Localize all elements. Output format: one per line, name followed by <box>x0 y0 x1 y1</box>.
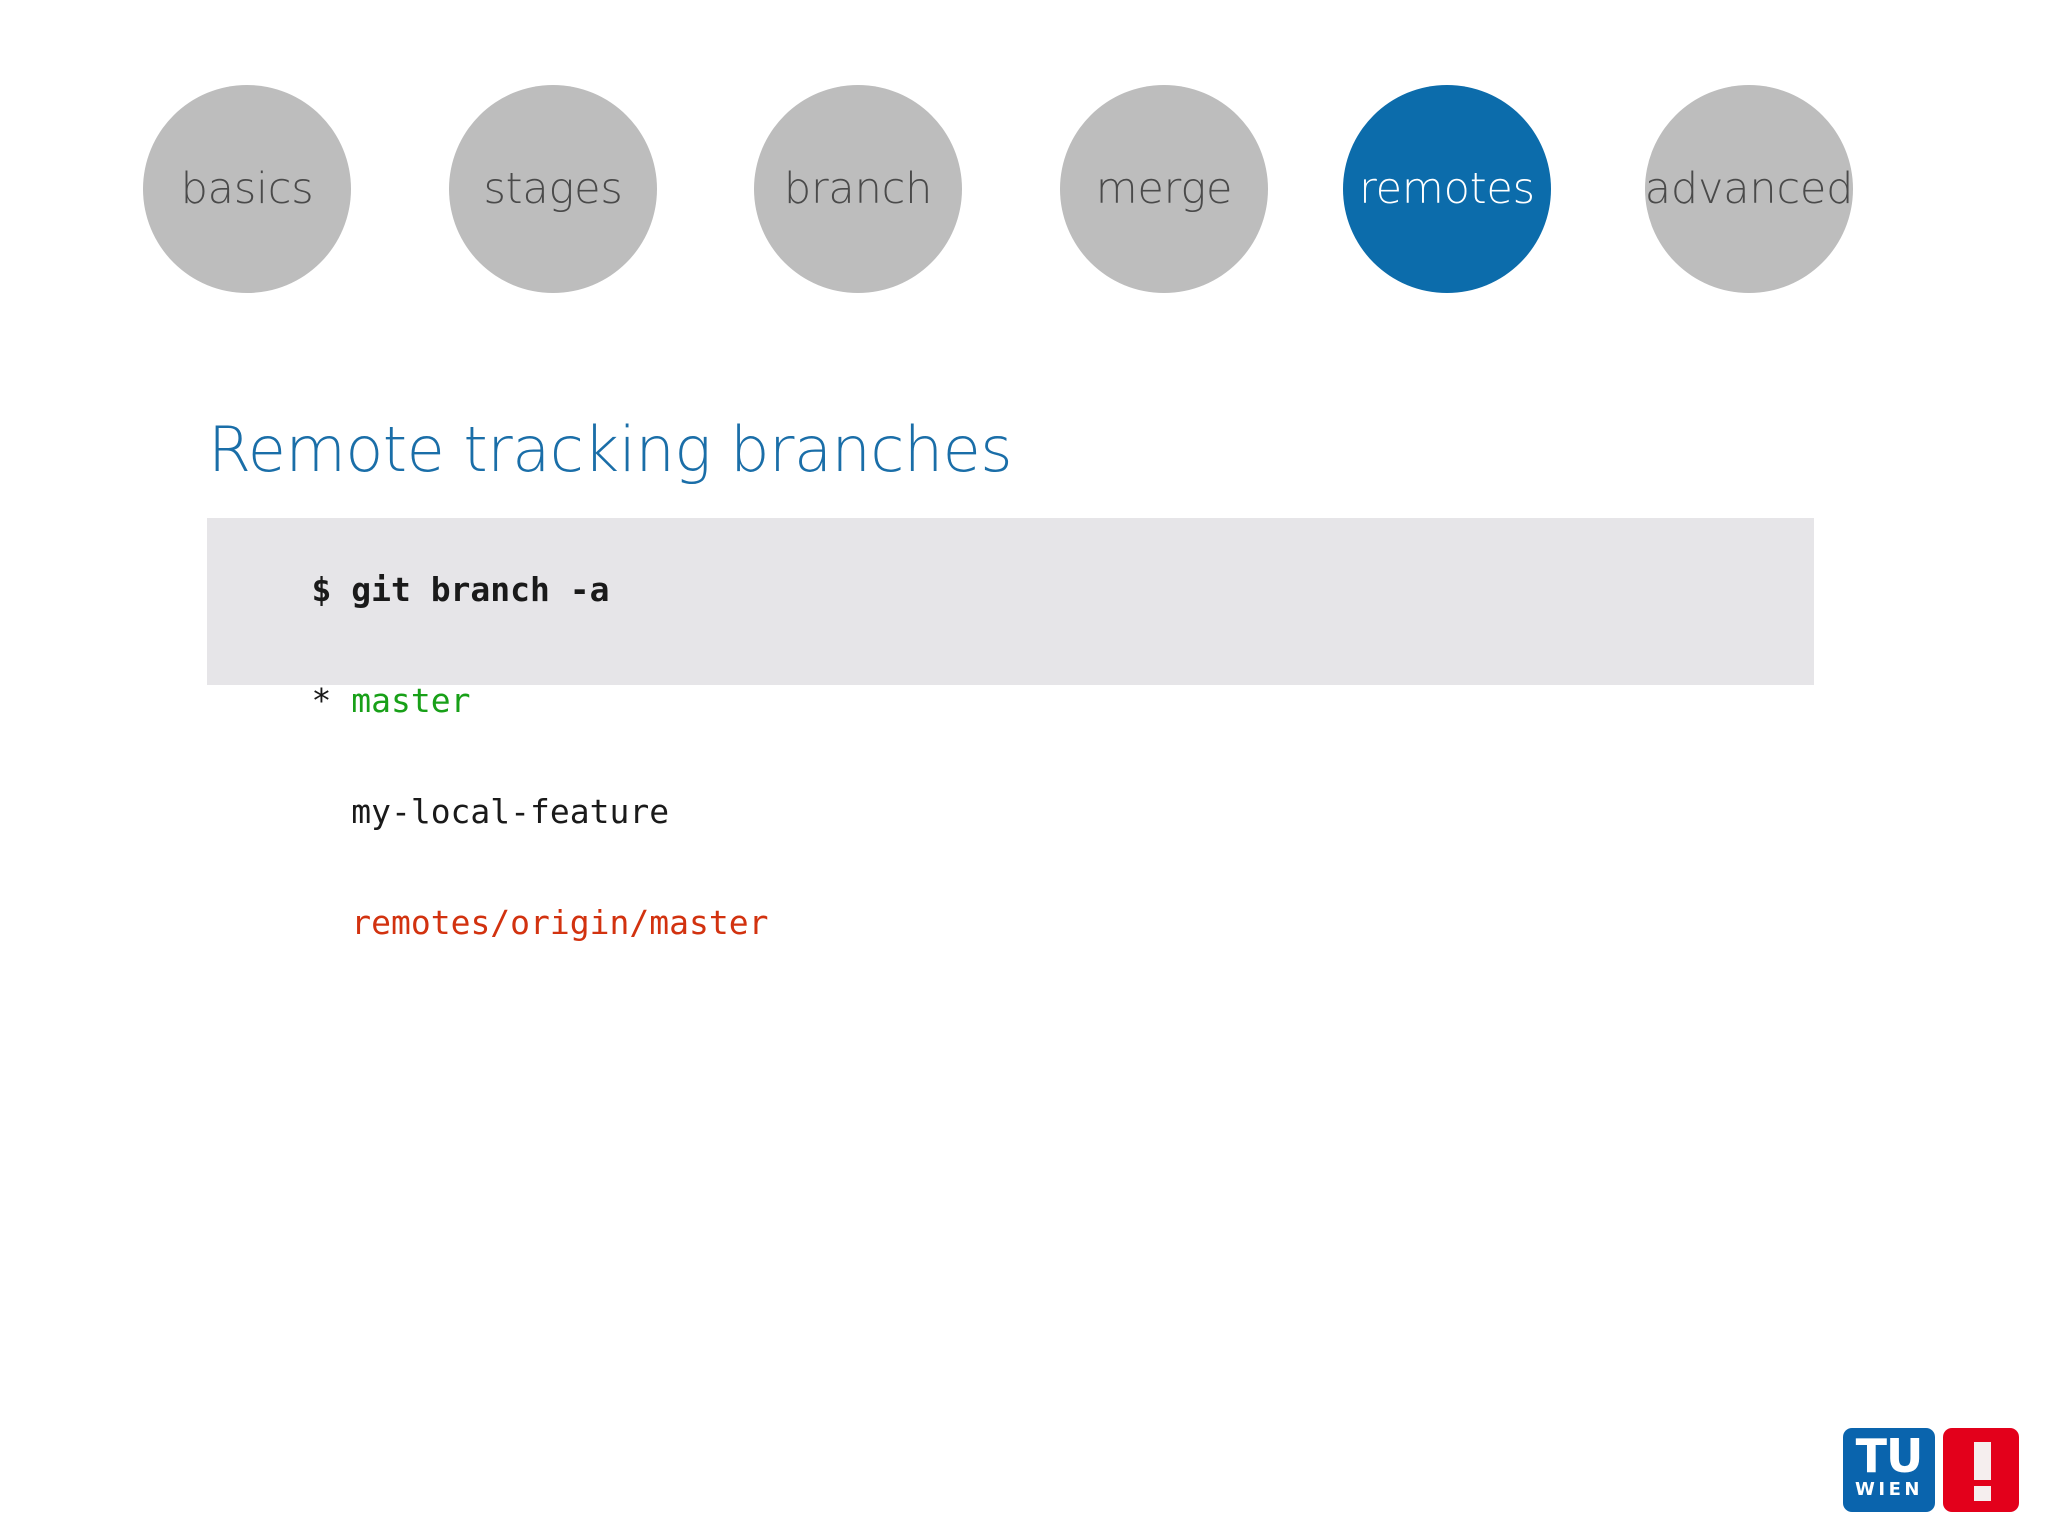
nav-circle-remotes[interactable]: remotes <box>1343 85 1551 293</box>
terminal-code-block: $ git branch -a * master my-local-featur… <box>207 518 1814 941</box>
nav-circle-label: advanced <box>1644 163 1854 214</box>
topic-navigation: basics stages branch merge remotes advan… <box>143 85 1903 293</box>
nav-circle-label: merge <box>1095 163 1233 214</box>
code-line-local-branch: my-local-feature <box>232 756 1814 867</box>
code-token: $ git branch -a <box>311 570 610 609</box>
exclamation-icon <box>1974 1442 1991 1480</box>
exclamation-dot-icon <box>1974 1486 1991 1501</box>
nav-circle-merge[interactable]: merge <box>1060 85 1268 293</box>
code-token-branch-name: master <box>351 681 471 720</box>
code-token: * <box>311 681 352 720</box>
page-title: Remote tracking branches <box>208 412 1013 486</box>
tu-wien-logo: TU WIEN <box>1843 1428 2019 1512</box>
logo-tu-text: TU <box>1855 1429 1924 1483</box>
nav-circle-label: remotes <box>1359 163 1535 214</box>
nav-circle-branch[interactable]: branch <box>754 85 962 293</box>
nav-circle-advanced[interactable]: advanced <box>1645 85 1853 293</box>
nav-circle-label: branch <box>783 163 933 214</box>
code-line-command: $ git branch -a <box>232 534 1814 645</box>
nav-circle-basics[interactable]: basics <box>143 85 351 293</box>
code-token: my-local-feature <box>311 792 670 831</box>
nav-circle-label: stages <box>483 163 623 214</box>
nav-circle-stages[interactable]: stages <box>449 85 657 293</box>
code-token-remote-branch-name: remotes/origin/master <box>351 903 769 942</box>
code-line-current-branch: * master <box>232 645 1814 756</box>
logo-wien-text: WIEN <box>1855 1479 1923 1500</box>
code-line-remote-branch: remotes/origin/master <box>232 867 1814 978</box>
logo-blue-panel <box>1843 1428 1935 1512</box>
code-token <box>311 903 351 942</box>
nav-circle-label: basics <box>180 163 314 214</box>
